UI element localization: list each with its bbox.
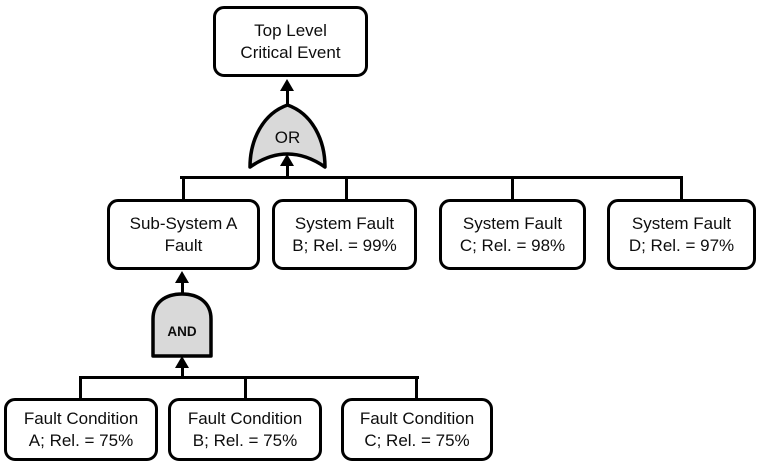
- connector-and-output-stem: [180, 281, 184, 295]
- connector-and-input-stem: [180, 366, 184, 378]
- node-top-level-critical-event: Top Level Critical Event: [213, 6, 368, 77]
- node-text-line1: System Fault: [462, 213, 563, 233]
- arrow-up-icon: [175, 356, 189, 368]
- node-system-fault-b: System Fault B; Rel. = 99%: [272, 199, 417, 270]
- and-gate: AND: [151, 292, 213, 358]
- node-subsystem-a-fault: Sub-System A Fault: [107, 199, 260, 270]
- and-gate-label: AND: [167, 323, 197, 339]
- node-text-line2: A; Rel. = 75%: [28, 430, 134, 450]
- and-gate-shape: [151, 292, 213, 358]
- connector-drop-system-fault-b: [345, 176, 348, 200]
- node-text-line1: Sub-System A: [129, 213, 238, 233]
- node-text-line2: B; Rel. = 99%: [292, 235, 397, 255]
- connector-or-input-stem: [285, 164, 289, 178]
- node-fault-condition-b: Fault Condition B; Rel. = 75%: [168, 398, 322, 461]
- connector-or-output-stem: [285, 89, 289, 104]
- connector-drop-fault-condition-a: [79, 376, 82, 399]
- node-system-fault-d: System Fault D; Rel. = 97%: [607, 199, 756, 270]
- node-text-line2: Fault: [164, 235, 203, 255]
- node-system-fault-c: System Fault C; Rel. = 98%: [439, 199, 586, 270]
- node-text-line2: C; Rel. = 98%: [459, 235, 566, 255]
- arrow-up-icon: [280, 79, 294, 91]
- connector-drop-subsystem-a: [182, 176, 185, 200]
- arrow-up-icon: [175, 271, 189, 283]
- connector-drop-system-fault-d: [680, 176, 683, 200]
- node-text-line1: System Fault: [294, 213, 395, 233]
- node-text-line1: Fault Condition: [187, 408, 303, 428]
- node-text-line1: Fault Condition: [23, 408, 139, 428]
- arrow-up-icon: [280, 154, 294, 166]
- connector-drop-fault-condition-b: [244, 376, 247, 399]
- or-gate: OR: [247, 102, 328, 169]
- node-text-line1: Top Level: [254, 20, 327, 40]
- connector-drop-system-fault-c: [511, 176, 514, 200]
- or-gate-label: OR: [274, 127, 301, 147]
- node-fault-condition-c: Fault Condition C; Rel. = 75%: [341, 398, 493, 461]
- node-text-line2: D; Rel. = 97%: [628, 235, 735, 255]
- connector-lower-rail: [79, 376, 419, 379]
- connector-upper-rail: [180, 176, 683, 179]
- node-text-line1: Fault Condition: [359, 408, 475, 428]
- node-text-line2: B; Rel. = 75%: [192, 430, 298, 450]
- node-text-line2: Critical Event: [240, 42, 341, 62]
- node-text-line1: System Fault: [631, 213, 732, 233]
- connector-drop-fault-condition-c: [415, 376, 418, 399]
- node-text-line2: C; Rel. = 75%: [364, 430, 470, 450]
- node-fault-condition-a: Fault Condition A; Rel. = 75%: [4, 398, 158, 461]
